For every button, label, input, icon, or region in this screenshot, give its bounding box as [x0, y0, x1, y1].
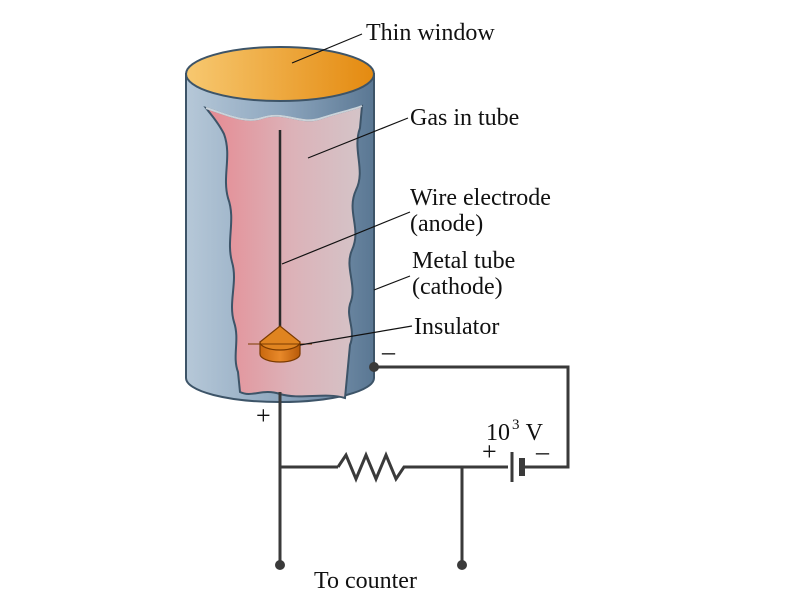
label-plus-tube: +	[256, 401, 271, 430]
label-minus-battery: –	[535, 437, 550, 466]
label-minus-tube: –	[381, 337, 396, 366]
label-voltage-exp: 3	[512, 417, 520, 433]
gas-cutaway	[203, 104, 364, 400]
label-thin-window: Thin window	[366, 20, 495, 46]
counter-terminal-right	[457, 560, 467, 570]
label-cathode: (cathode)	[412, 274, 503, 300]
label-gas-in-tube: Gas in tube	[410, 105, 519, 131]
battery-icon	[510, 452, 525, 482]
leader-lines	[281, 33, 413, 346]
label-metal-tube: Metal tube	[412, 248, 515, 274]
thin-window	[185, 46, 375, 102]
label-anode: (anode)	[410, 211, 483, 237]
label-to-counter: To counter	[314, 568, 417, 594]
insulator	[248, 325, 312, 363]
circuit	[275, 362, 570, 570]
label-voltage-unit: V	[520, 420, 544, 446]
label-wire-electrode: Wire electrode	[410, 185, 551, 211]
label-voltage-base: 10	[486, 420, 510, 446]
label-insulator: Insulator	[414, 314, 499, 340]
counter-terminal-left	[275, 560, 285, 570]
cathode-terminal	[369, 362, 379, 372]
label-plus-battery: +	[482, 437, 497, 466]
resistor-icon	[336, 451, 410, 483]
